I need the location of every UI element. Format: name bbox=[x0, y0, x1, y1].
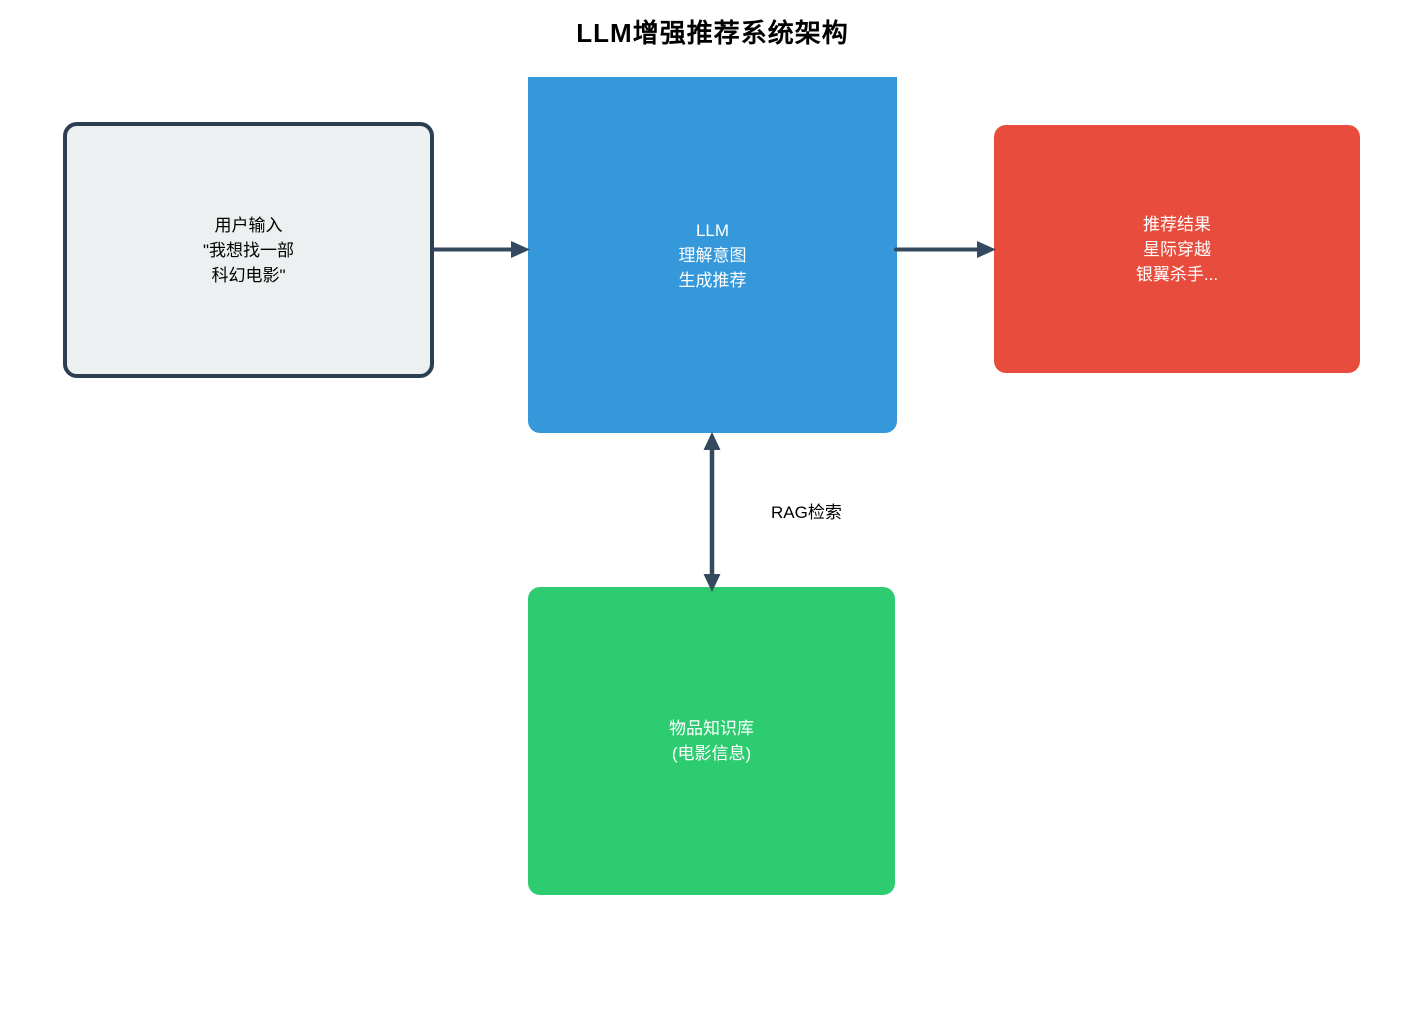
node-llm-text: LLM 理解意图 生成推荐 bbox=[679, 218, 747, 293]
node-user-input-line1: 用户输入 bbox=[214, 215, 283, 235]
node-kb-line1: 物品知识库 bbox=[669, 719, 754, 738]
diagram-title: LLM增强推荐系统架构 bbox=[576, 18, 849, 48]
node-recommendation-results-text: 推荐结果 星际穿越 银翼杀手... bbox=[1136, 212, 1218, 287]
node-user-input-line3: 科幻电影" bbox=[211, 265, 286, 285]
node-user-input-line2: "我想找一部 bbox=[202, 240, 295, 260]
node-user-input-text: 用户输入 "我想找一部 科幻电影" bbox=[203, 213, 294, 288]
node-llm-line2: 理解意图 bbox=[678, 245, 747, 265]
node-results-line1: 推荐结果 bbox=[1142, 214, 1211, 234]
rag-edge-label: RAG检索 bbox=[771, 503, 842, 522]
node-results-line2: 星际穿越 bbox=[1142, 239, 1211, 259]
node-knowledge-base: 物品知识库 (电影信息) bbox=[528, 587, 895, 895]
node-knowledge-base-text: 物品知识库 (电影信息) bbox=[669, 716, 754, 766]
node-kb-line2: (电影信息) bbox=[671, 744, 752, 763]
node-llm-line3: 生成推荐 bbox=[678, 270, 747, 290]
arrow-user-to-llm bbox=[433, 241, 530, 258]
arrow-llm-kb-bidirectional bbox=[703, 432, 721, 592]
arrow-llm-to-results bbox=[894, 241, 996, 258]
node-llm: LLM 理解意图 生成推荐 bbox=[528, 77, 897, 433]
node-recommendation-results: 推荐结果 星际穿越 银翼杀手... bbox=[994, 125, 1360, 373]
node-llm-line1: LLM bbox=[695, 220, 730, 240]
node-results-line3: 银翼杀手... bbox=[1135, 264, 1219, 284]
node-user-input: 用户输入 "我想找一部 科幻电影" bbox=[63, 122, 434, 378]
